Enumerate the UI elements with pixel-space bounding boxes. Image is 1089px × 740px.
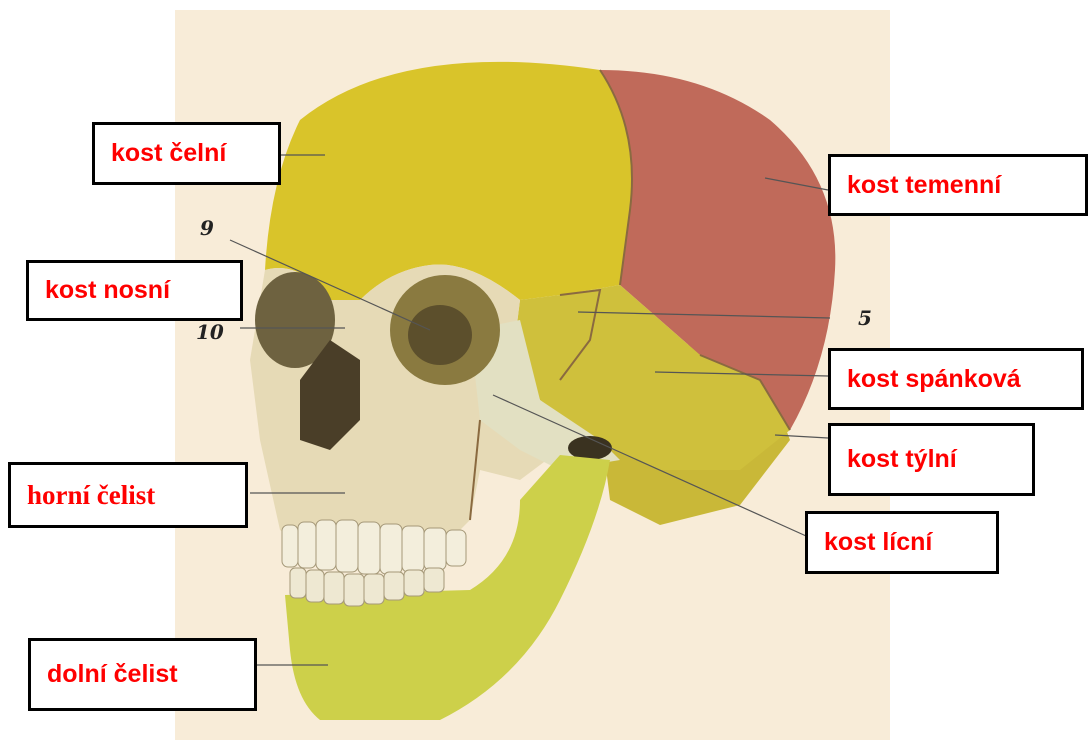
- label-parietal-text: kost temenní: [847, 171, 1001, 200]
- label-mandible: dolní čelist: [28, 638, 257, 711]
- callout-number-10: 10: [196, 320, 224, 344]
- label-zygomatic-bone: kost lícní: [805, 511, 999, 574]
- callout-number-9: 9: [200, 216, 214, 240]
- label-mandible-text: dolní čelist: [47, 660, 178, 689]
- label-parietal-bone: kost temenní: [828, 154, 1088, 216]
- label-frontal-bone: kost čelní: [92, 122, 281, 185]
- label-nasal-text: kost nosní: [45, 276, 170, 305]
- label-nasal-bone: kost nosní: [26, 260, 243, 321]
- orbit-right-inner: [408, 305, 472, 365]
- label-zygomatic-text: kost lícní: [824, 528, 932, 557]
- label-maxilla: horní čelist: [8, 462, 248, 528]
- label-temporal-text: kost spánková: [847, 365, 1021, 394]
- label-maxilla-text: horní čelist: [27, 480, 155, 511]
- label-temporal-bone: kost spánková: [828, 348, 1084, 410]
- label-occipital-bone: kost týlní: [828, 423, 1035, 496]
- callout-number-5: 5: [858, 306, 872, 330]
- label-occipital-text: kost týlní: [847, 445, 957, 474]
- label-frontal-text: kost čelní: [111, 139, 226, 168]
- ear-opening: [568, 436, 612, 460]
- upper-teeth: [282, 520, 466, 574]
